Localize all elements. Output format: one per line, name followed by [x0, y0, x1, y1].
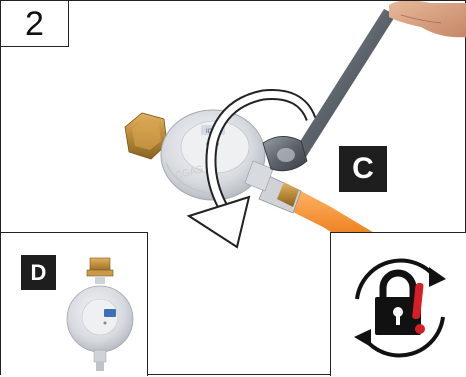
gas-regulator-icon: [1, 233, 148, 377]
step-number: 2: [25, 7, 44, 41]
step-number-box: 2: [1, 1, 69, 47]
callout-c-label: C: [352, 154, 374, 184]
hand: [389, 1, 466, 37]
inset-regulator-panel: D: [1, 232, 148, 376]
callout-c: C: [339, 146, 387, 192]
inset-lock-panel: [330, 232, 466, 376]
lock-rotate-warning-icon: [331, 233, 466, 377]
